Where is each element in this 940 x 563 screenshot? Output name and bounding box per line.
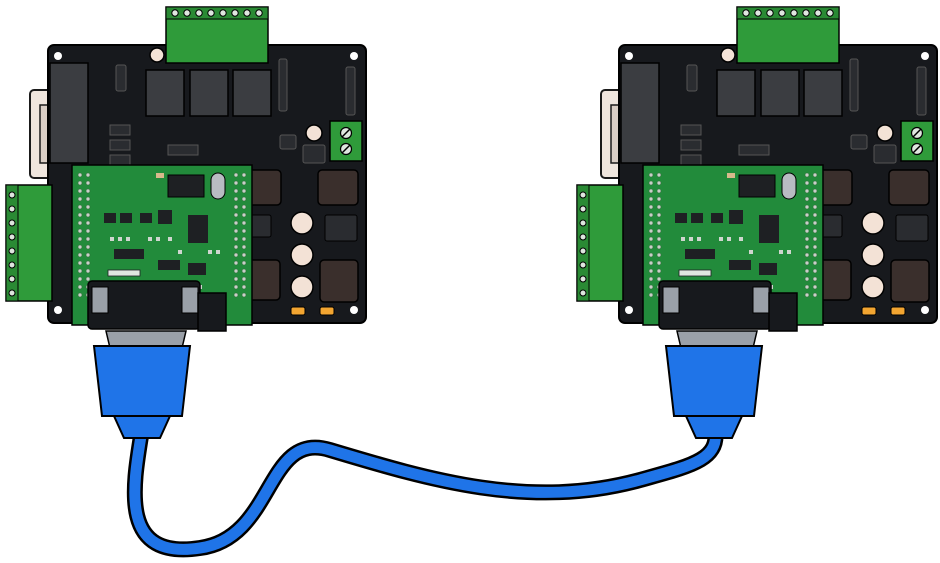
- db9-plug-left: [93, 345, 191, 439]
- controller-board-left: [5, 6, 367, 349]
- serial-cable: [126, 422, 724, 558]
- db9-plug-right: [665, 345, 763, 439]
- controller-board-right: [576, 6, 938, 349]
